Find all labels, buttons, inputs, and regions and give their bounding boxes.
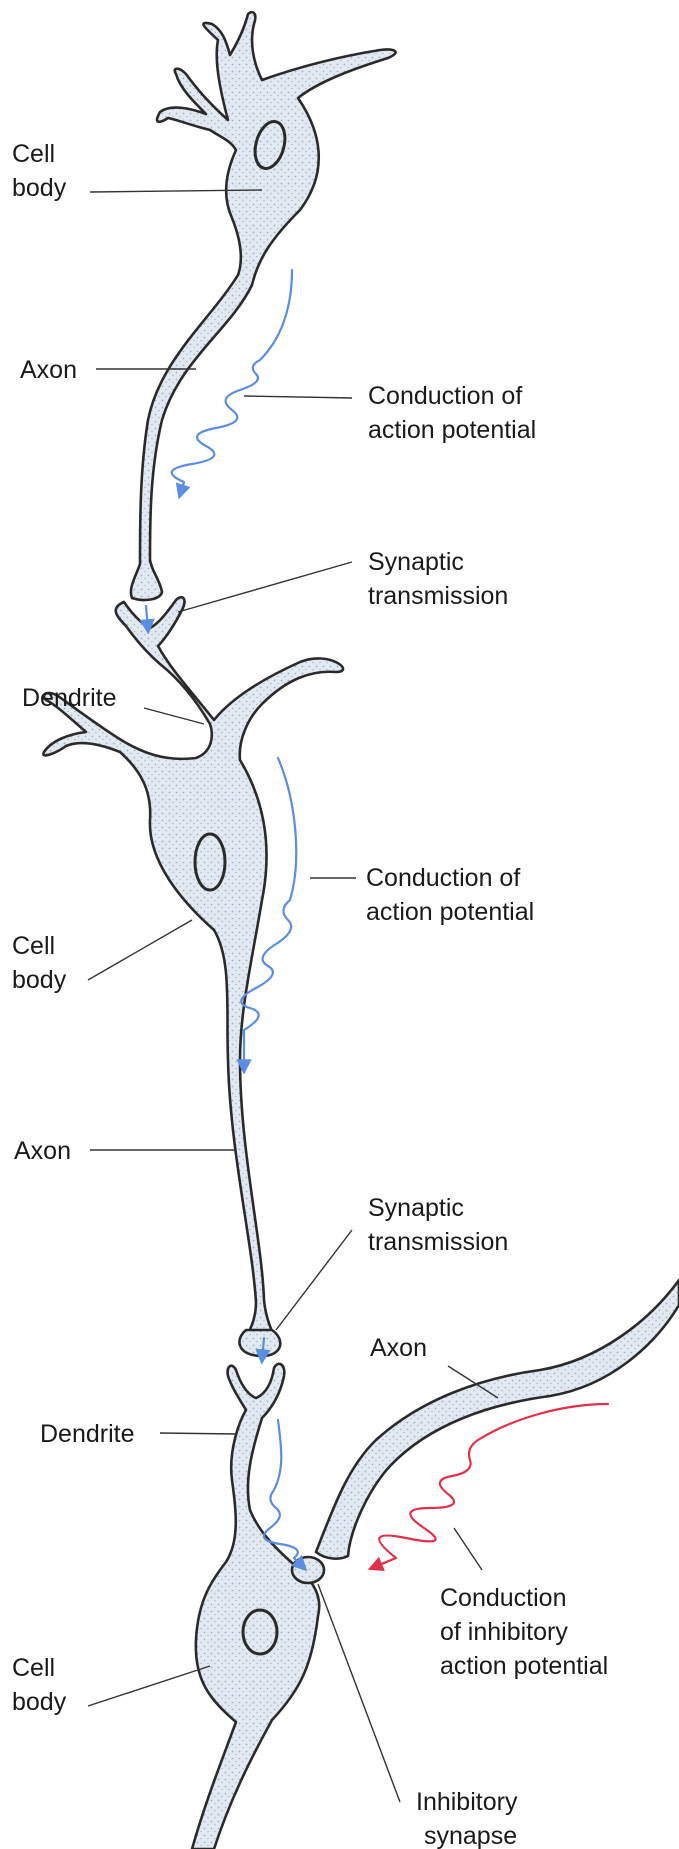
- leader-cell-body-2: [88, 920, 192, 980]
- neuron-2-axon-terminal: [239, 1330, 280, 1356]
- inhibitory-axon-shaft: [316, 1280, 679, 1559]
- neuron-3: [192, 1364, 319, 1849]
- label-cell-body-3: Cell body: [12, 1654, 67, 1716]
- leader-conduction-inhibitory: [454, 1528, 482, 1570]
- leader-conduction-1: [244, 396, 352, 398]
- leader-synaptic-2: [276, 1230, 352, 1330]
- neuron-1-body: [131, 12, 396, 600]
- leader-dendrite-2: [160, 1433, 236, 1434]
- neuron-1: [131, 12, 396, 600]
- label-cell-body-2: Cell body: [12, 932, 67, 994]
- label-inhibitory-synapse: Inhibitory synapse: [416, 1788, 524, 1849]
- label-conduction-1: Conduction of action potential: [368, 382, 536, 444]
- label-dendrite-2: Dendrite: [40, 1420, 135, 1448]
- leader-dendrite-1: [144, 708, 204, 724]
- label-conduction-2: Conduction of action potential: [366, 864, 534, 926]
- label-axon-2: Axon: [14, 1137, 71, 1165]
- label-conduction-inhibitory: Conduction of inhibitory action potentia…: [440, 1584, 608, 1680]
- leader-synaptic-1: [178, 562, 352, 612]
- label-cell-body-1: Cell body: [12, 140, 67, 202]
- label-axon-3: Axon: [370, 1334, 427, 1362]
- label-axon-1: Axon: [20, 356, 77, 384]
- label-dendrite-1: Dendrite: [22, 684, 117, 712]
- neuron-3-body: [192, 1364, 319, 1849]
- leader-inhibitory-synapse: [318, 1584, 400, 1802]
- leader-cell-body-3: [88, 1666, 210, 1706]
- label-synaptic-1: Synaptic transmission: [368, 548, 508, 610]
- inhibitory-neuron-axon: [292, 1280, 679, 1583]
- label-synaptic-2: Synaptic transmission: [368, 1194, 508, 1256]
